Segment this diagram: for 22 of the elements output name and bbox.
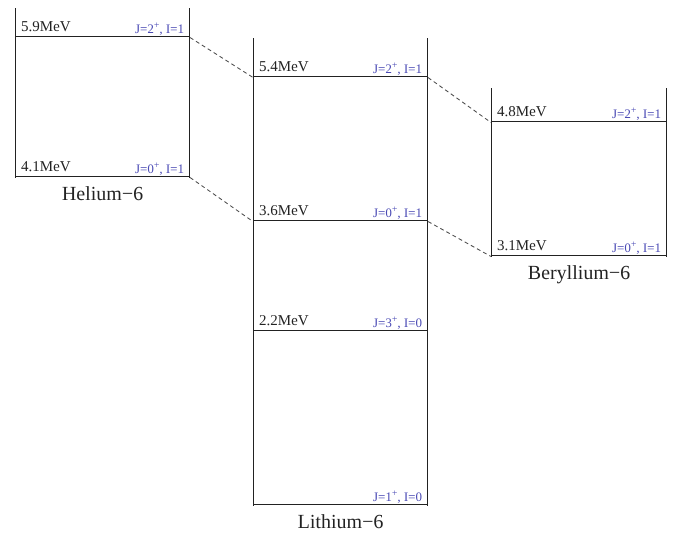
energy-label: 4.8MeV: [497, 105, 547, 120]
spin-isospin-label: J=3$^{+}$, I=0: [372, 316, 422, 329]
energy-label: 2.2MeV: [259, 314, 309, 329]
nucleus-name: Lithium−6: [298, 512, 384, 532]
spin-isospin-label: J=2$^{+}$, I=1: [372, 62, 422, 75]
dashed-connector: [190, 37, 254, 78]
energy-label: 5.9MeV: [21, 20, 71, 35]
dashed-connector: [428, 221, 492, 257]
spin-isospin-label: J=0$^{+}$, I=1: [134, 162, 184, 175]
energy-label: 5.4MeV: [259, 60, 309, 75]
spin-isospin-label: J=0$^{+}$, I=1: [372, 206, 422, 219]
dashed-connector: [428, 77, 492, 123]
spin-isospin-label: J=2$^{+}$, I=1: [612, 107, 661, 120]
energy-label: 3.1MeV: [497, 239, 547, 254]
energy-label: 3.6MeV: [259, 204, 309, 219]
nucleus-name: Beryllium−6: [528, 263, 630, 283]
energy-label: 4.1MeV: [21, 160, 71, 175]
dashed-connector: [190, 177, 254, 222]
spin-isospin-label: J=0$^{+}$, I=1: [612, 241, 661, 254]
spin-isospin-label: J=2$^{+}$, I=1: [134, 22, 184, 35]
nucleus-name: Helium−6: [62, 184, 144, 204]
spin-isospin-label: J=1$^{+}$, I=0: [372, 490, 422, 503]
